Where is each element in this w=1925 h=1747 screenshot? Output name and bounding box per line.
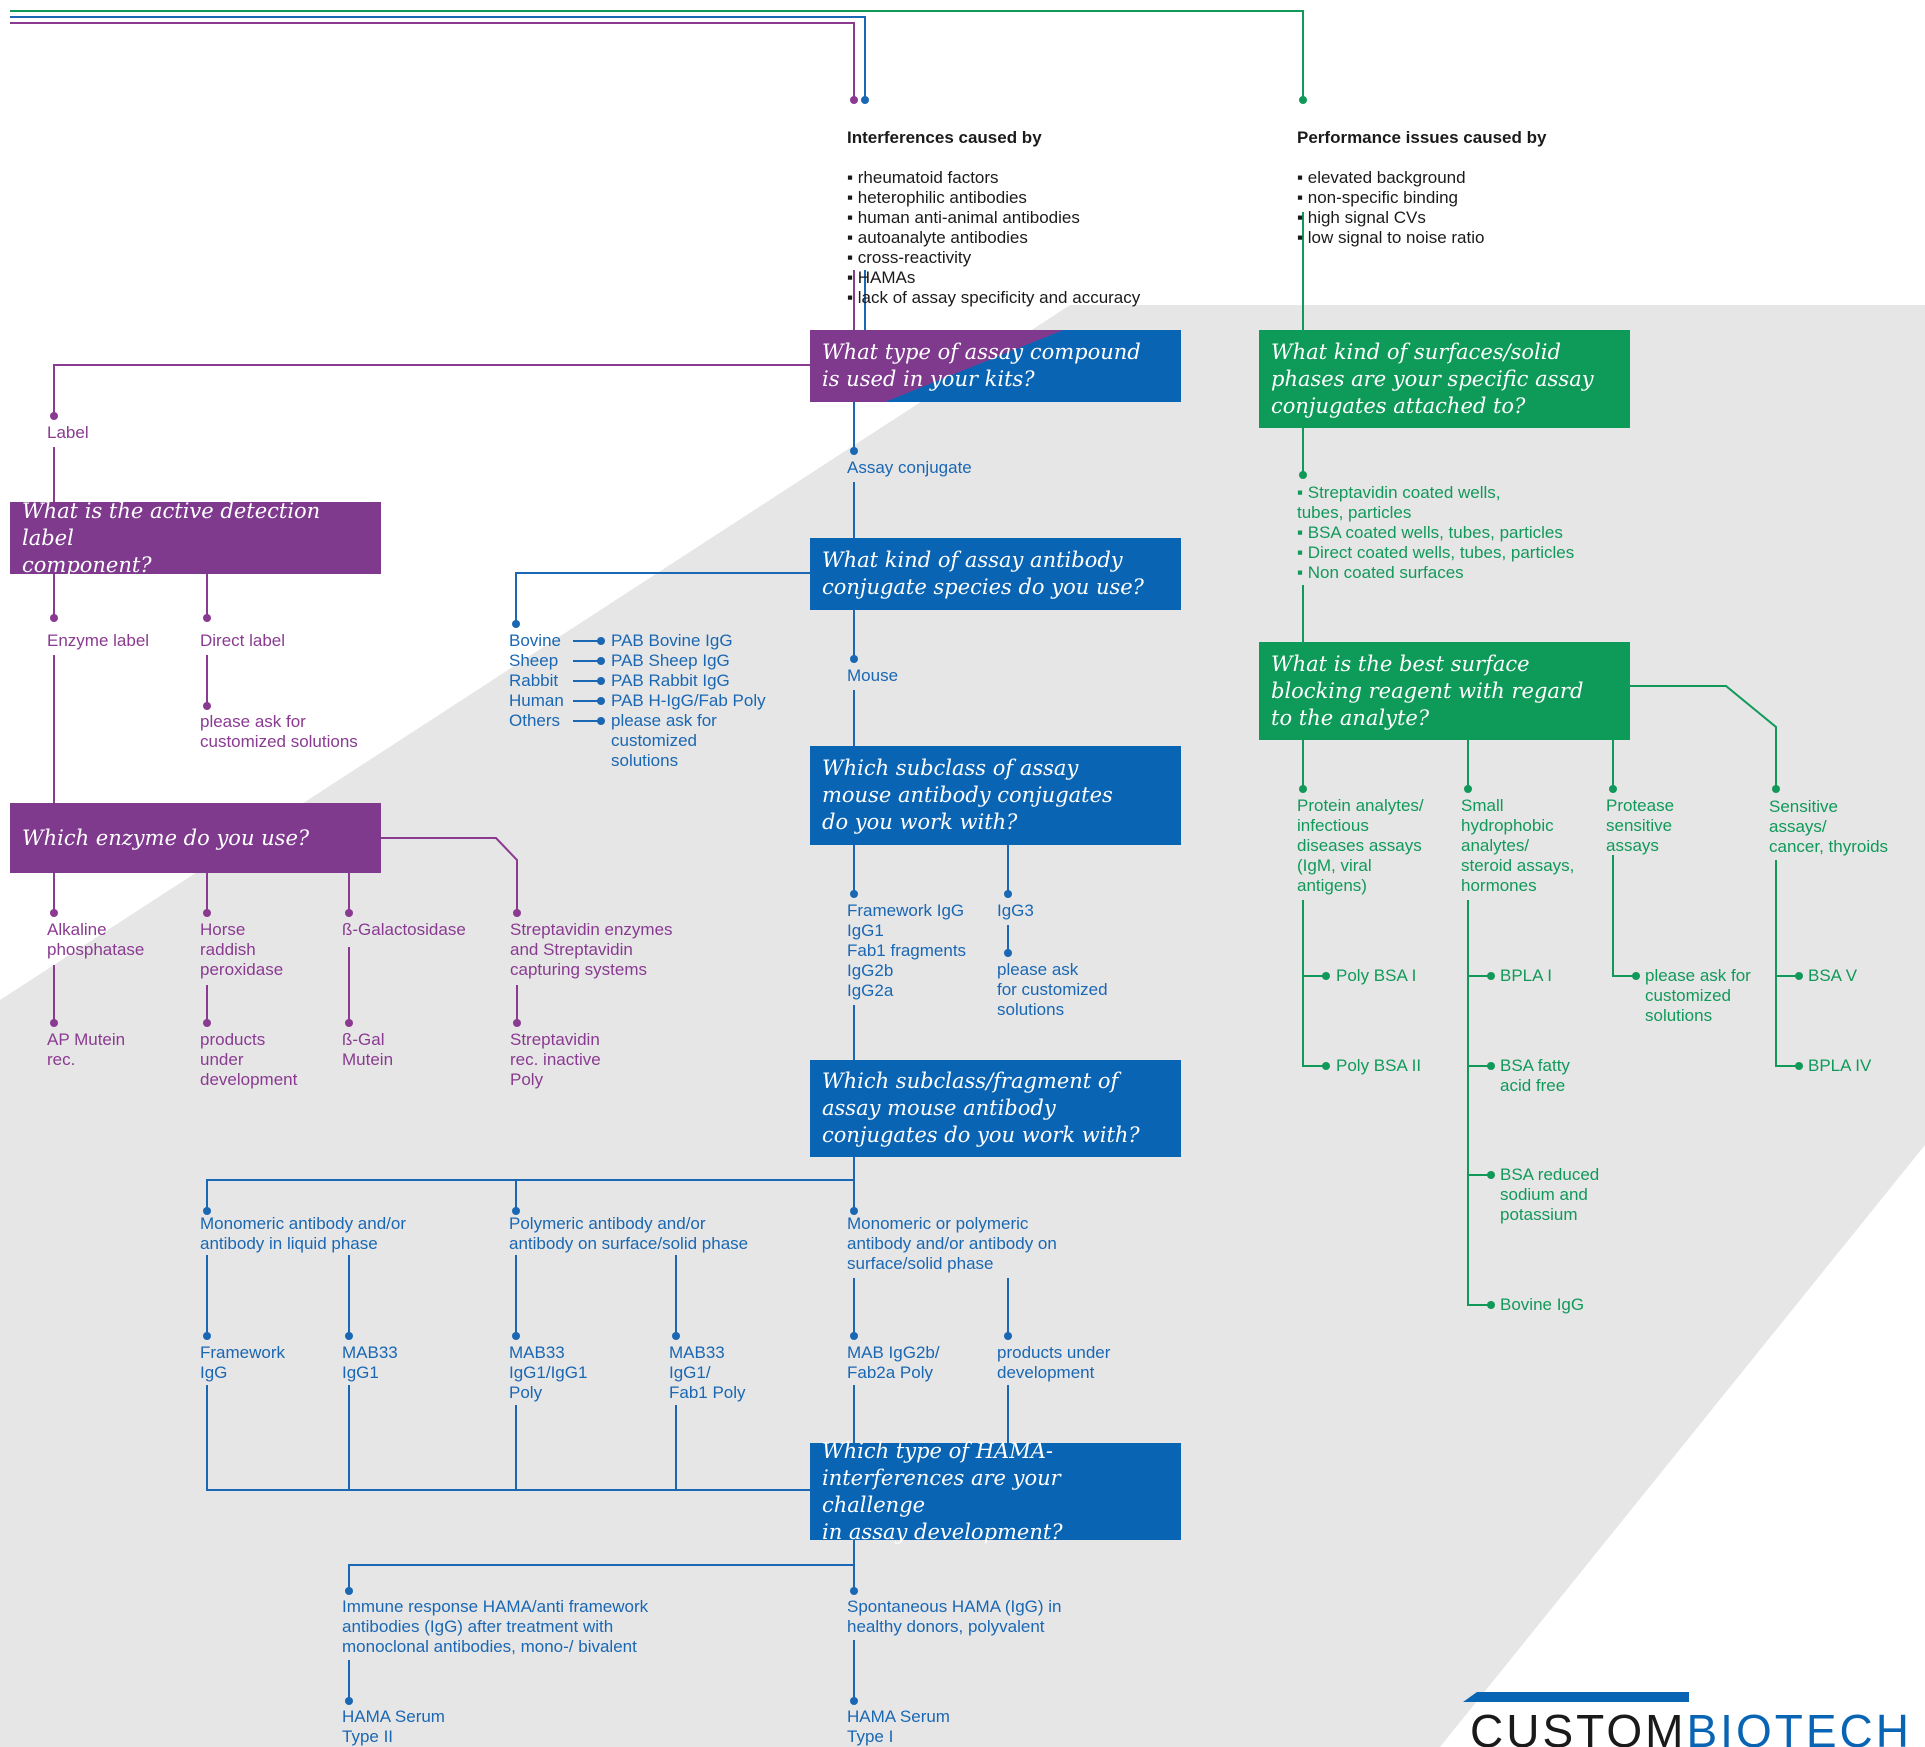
- protein-analytes-option: Protein analytes/ infectious diseases as…: [1297, 796, 1424, 895]
- spontaneous-hama-option: Spontaneous HAMA (IgG) in healthy donors…: [847, 1597, 1062, 1636]
- bsa-v-product: BSA V: [1808, 966, 1858, 985]
- polymeric-surface-option: Polymeric antibody and/or antibody on su…: [509, 1214, 749, 1253]
- ap-mutein-product: AP Mutein rec.: [47, 1030, 126, 1069]
- question-surfaces-box: What kind of surfaces/solid phases are y…: [1259, 330, 1630, 428]
- performance-block: Performance issues caused by ▪ elevated …: [1297, 108, 1546, 268]
- bsa-reduced-product: BSA reduced sodium and potassium: [1500, 1165, 1600, 1224]
- alkaline-phosphatase-option: Alkaline phosphatase: [47, 920, 145, 959]
- custombiotech-logo: CUSTOMBIOTECH: [1455, 1692, 1925, 1747]
- question-enzyme-box: Which enzyme do you use?: [10, 803, 381, 873]
- direct-label-solution: please ask for customized solutions: [200, 712, 358, 751]
- protease-solution: please ask for customized solutions: [1645, 966, 1751, 1025]
- question-fragment-box: Which subclass/fragment of assay mouse a…: [810, 1060, 1181, 1157]
- bovine-igg-product: Bovine IgG: [1500, 1295, 1585, 1314]
- mab33-igg1-product: MAB33 IgG1: [342, 1343, 398, 1382]
- products-under-development-blue: products under development: [997, 1343, 1111, 1382]
- protease-sensitive-option: Protease sensitive assays: [1606, 796, 1675, 855]
- surfaces-list: ▪ Streptavidin coated wells, tubes, part…: [1297, 483, 1575, 582]
- mouse-option: Mouse: [847, 666, 899, 685]
- assay-conjugate-option: Assay conjugate: [847, 458, 972, 477]
- interferences-title: Interferences caused by: [847, 128, 1042, 147]
- bsa-fatty-acid-free-product: BSA fatty acid free: [1500, 1056, 1570, 1095]
- question-compound-box: What type of assay compound is used in y…: [810, 330, 1181, 402]
- question-label-component-box: What is the active detection label compo…: [10, 499, 381, 577]
- species-products-list: PAB Bovine IgG PAB Sheep IgG PAB Rabbit …: [611, 631, 766, 770]
- hama-serum-type-2: HAMA Serum Type II: [342, 1707, 445, 1746]
- bpla-1-product: BPLA I: [1500, 966, 1552, 985]
- gal-mutein-product: ß-Gal Mutein: [342, 1030, 394, 1069]
- label-option: Label: [47, 423, 89, 442]
- logo-part-biotech: BIOTECH: [1686, 1705, 1912, 1747]
- poly-bsa-1-product: Poly BSA I: [1336, 966, 1417, 985]
- question-subclass-box: Which subclass of assay mouse antibody c…: [810, 746, 1181, 845]
- interferences-list: ▪ rheumatoid factors ▪ heterophilic anti…: [847, 168, 1141, 307]
- immune-response-hama-option: Immune response HAMA/anti framework anti…: [342, 1597, 649, 1656]
- streptavidin-inactive-product: Streptavidin rec. inactive Poly: [510, 1030, 601, 1089]
- question-species-box: What kind of assay antibody conjugate sp…: [810, 538, 1181, 610]
- poly-bsa-2-product: Poly BSA II: [1336, 1056, 1422, 1075]
- monomeric-liquid-option: Monomeric antibody and/or antibody in li…: [200, 1214, 407, 1253]
- igg3-solution: please ask for customized solutions: [997, 960, 1108, 1019]
- hama-serum-type-1: HAMA Serum Type I: [847, 1707, 950, 1746]
- performance-list: ▪ elevated background ▪ non-specific bin…: [1297, 168, 1485, 247]
- mab33-fab1-poly-product: MAB33 IgG1/ Fab1 Poly: [669, 1343, 746, 1402]
- enzyme-label-option: Enzyme label: [47, 631, 150, 650]
- logo-wordmark: CUSTOMBIOTECH: [1470, 1706, 1912, 1747]
- logo-part-custom: CUSTOM: [1470, 1705, 1687, 1747]
- mab-igg2b-product: MAB IgG2b/ Fab2a Poly: [847, 1343, 940, 1382]
- interferences-block: Interferences caused by ▪ rheumatoid fac…: [847, 108, 1140, 328]
- question-blocking-box: What is the best surface blocking reagen…: [1259, 642, 1630, 740]
- products-under-development-purple: products under development: [200, 1030, 298, 1089]
- small-hydrophobic-option: Small hydrophobic analytes/ steroid assa…: [1461, 796, 1575, 895]
- bpla-4-product: BPLA IV: [1808, 1056, 1872, 1075]
- framework-igg-product: Framework IgG: [200, 1343, 286, 1382]
- galactosidase-option: ß-Galactosidase: [342, 920, 466, 939]
- mab33-igg1-poly-product: MAB33 IgG1/IgG1 Poly: [509, 1343, 588, 1402]
- sensitive-assays-option: Sensitive assays/ cancer, thyroids: [1769, 797, 1889, 856]
- direct-label-option: Direct label: [200, 631, 286, 650]
- igg3-option: IgG3: [997, 901, 1034, 920]
- performance-title: Performance issues caused by: [1297, 128, 1547, 147]
- subclass-framework-list: Framework IgG IgG1 Fab1 fragments IgG2b …: [847, 901, 967, 1000]
- horse-raddish-option: Horse raddish peroxidase: [200, 920, 284, 979]
- question-hama-box: Which type of HAMA- interferences are yo…: [810, 1439, 1181, 1544]
- species-names-list: Bovine Sheep Rabbit Human Others: [509, 631, 564, 730]
- streptavidin-option: Streptavidin enzymes and Streptavidin ca…: [510, 920, 673, 979]
- mono-poly-surface-option: Monomeric or polymeric antibody and/or a…: [847, 1214, 1057, 1273]
- logo-accent-bar: [1463, 1692, 1689, 1702]
